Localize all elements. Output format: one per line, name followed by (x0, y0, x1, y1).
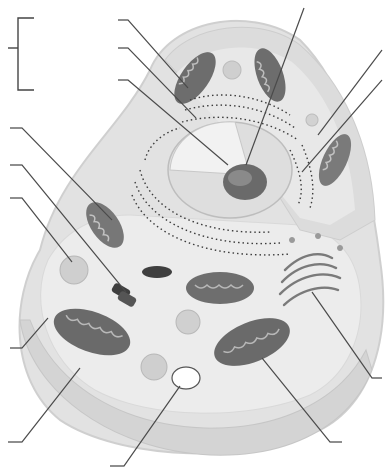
vacuole (172, 367, 200, 389)
vesicle-back (306, 114, 318, 126)
nucleus (168, 122, 292, 218)
lysosome-3 (141, 354, 167, 380)
lysosome-2 (176, 310, 200, 334)
lysosome-dark (142, 266, 172, 278)
lysosome-back (223, 61, 241, 79)
mitochondrion-front-2 (186, 272, 254, 304)
lysosome-1 (60, 256, 88, 284)
label-bracket (18, 18, 34, 90)
